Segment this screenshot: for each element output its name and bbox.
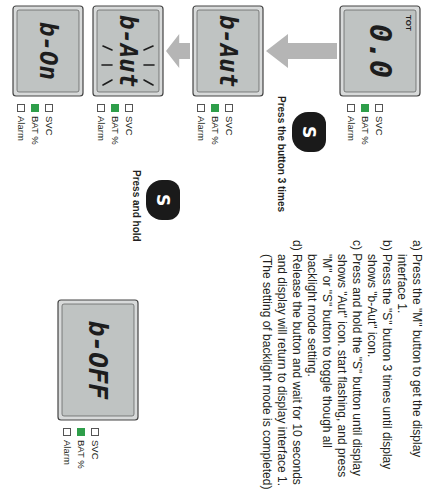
flash-ray xyxy=(103,46,112,50)
indicator-label: SVC xyxy=(42,116,56,136)
lcd-inner xyxy=(344,10,416,92)
lcd-inner xyxy=(97,10,159,92)
indicator-row: SVC xyxy=(372,104,386,145)
indicator-label: BAT % xyxy=(74,440,88,469)
indicator-label: BAT % xyxy=(358,116,372,145)
status-indicators: SVCBAT %Alarm xyxy=(14,104,56,145)
indicator-row: BAT % xyxy=(358,104,372,145)
indicator-label: BAT % xyxy=(208,116,222,145)
indicator-label: BAT % xyxy=(108,116,122,145)
indicator-label: Alarm xyxy=(194,116,208,141)
indicator-label: Alarm xyxy=(344,116,358,141)
flash-ray xyxy=(144,46,153,50)
indicator-square xyxy=(77,428,85,436)
indicator-row: BAT % xyxy=(74,428,88,469)
indicator-square xyxy=(197,104,205,112)
indicator-row: SVC xyxy=(222,104,236,145)
s-button: S xyxy=(292,112,326,152)
instruction-step: b) Press the "S" button 3 times until di… xyxy=(364,240,394,496)
flash-ray xyxy=(103,80,112,85)
indicator-label: SVC xyxy=(88,440,102,460)
indicator-square xyxy=(45,104,53,112)
indicator-label: BAT % xyxy=(28,116,42,145)
indicator-row: Alarm xyxy=(14,104,28,145)
status-indicators: SVCBAT %Alarm xyxy=(344,104,386,145)
instruction-step: d) Release the button and wait for 10 se… xyxy=(259,240,304,496)
indicator-square xyxy=(225,104,233,112)
s-button: S xyxy=(146,180,180,220)
status-indicators: SVCBAT %Alarm xyxy=(194,104,236,145)
lcd-outer xyxy=(340,6,420,96)
lcd-digits: 0.0 xyxy=(365,24,395,78)
indicator-square xyxy=(347,104,355,112)
lcd-outer xyxy=(58,300,138,420)
indicator-row: BAT % xyxy=(28,104,42,145)
status-indicators: SVCBAT %Alarm xyxy=(94,104,136,145)
instruction-step: a) Press the "M" button to get the displ… xyxy=(394,240,424,496)
lcd-outer xyxy=(13,6,83,96)
button-letter: S xyxy=(299,126,319,138)
lcd-inner xyxy=(197,10,259,92)
lcd-digits: b-On xyxy=(36,22,60,80)
lcd-inner xyxy=(62,304,134,416)
indicator-row: SVC xyxy=(42,104,56,145)
button-letter: S xyxy=(153,194,173,206)
lcd-digits: b-Aut xyxy=(116,15,140,87)
indicator-row: Alarm xyxy=(60,428,74,469)
indicator-label: Alarm xyxy=(14,116,28,141)
indicator-row: BAT % xyxy=(208,104,222,145)
lcd-outer xyxy=(93,6,163,96)
indicator-square xyxy=(31,104,39,112)
instruction-step: c) Press and hold the "S" button until d… xyxy=(304,240,364,496)
lcd-outer xyxy=(193,6,263,96)
indicator-row: Alarm xyxy=(194,104,208,145)
lcd-digits: b-Aut xyxy=(216,15,240,87)
indicator-row: Alarm xyxy=(344,104,358,145)
indicator-square xyxy=(375,104,383,112)
indicator-label: SVC xyxy=(122,116,136,136)
instruction-label: Press the button 3 times xyxy=(276,96,287,212)
indicator-square xyxy=(63,428,71,436)
flash-ray xyxy=(144,64,154,66)
indicator-label: SVC xyxy=(372,116,386,136)
lcd-screen: b-OFF xyxy=(58,300,138,420)
lcd-screen: TOT 0.0 xyxy=(340,6,420,96)
instruction-text: a) Press the "M" button to get the displ… xyxy=(259,240,424,496)
indicator-row: BAT % xyxy=(108,104,122,145)
indicator-row: SVC xyxy=(88,428,102,469)
indicator-square xyxy=(17,104,25,112)
indicator-row: SVC xyxy=(122,104,136,145)
indicator-square xyxy=(361,104,369,112)
indicator-square xyxy=(91,428,99,436)
indicator-label: SVC xyxy=(222,116,236,136)
lcd-screen: b-Aut xyxy=(93,6,163,96)
indicator-row: Alarm xyxy=(94,104,108,145)
lcd-screen: b-Aut xyxy=(193,6,263,96)
flow-arrow xyxy=(166,34,190,68)
indicator-square xyxy=(125,104,133,112)
flash-ray xyxy=(102,64,112,66)
lcd-screen: b-On xyxy=(13,6,83,96)
indicator-label: Alarm xyxy=(60,440,74,465)
flow-arrow xyxy=(266,34,337,68)
status-indicators: SVCBAT %Alarm xyxy=(60,428,102,469)
instruction-label: Press and hold xyxy=(131,170,142,242)
indicator-square xyxy=(97,104,105,112)
lcd-digits: b-OFF xyxy=(85,321,111,399)
lcd-inner xyxy=(17,10,79,92)
indicator-square xyxy=(211,104,219,112)
indicator-square xyxy=(111,104,119,112)
indicator-label: Alarm xyxy=(94,116,108,141)
flash-ray xyxy=(144,80,153,85)
mode-label: TOT xyxy=(404,15,413,31)
